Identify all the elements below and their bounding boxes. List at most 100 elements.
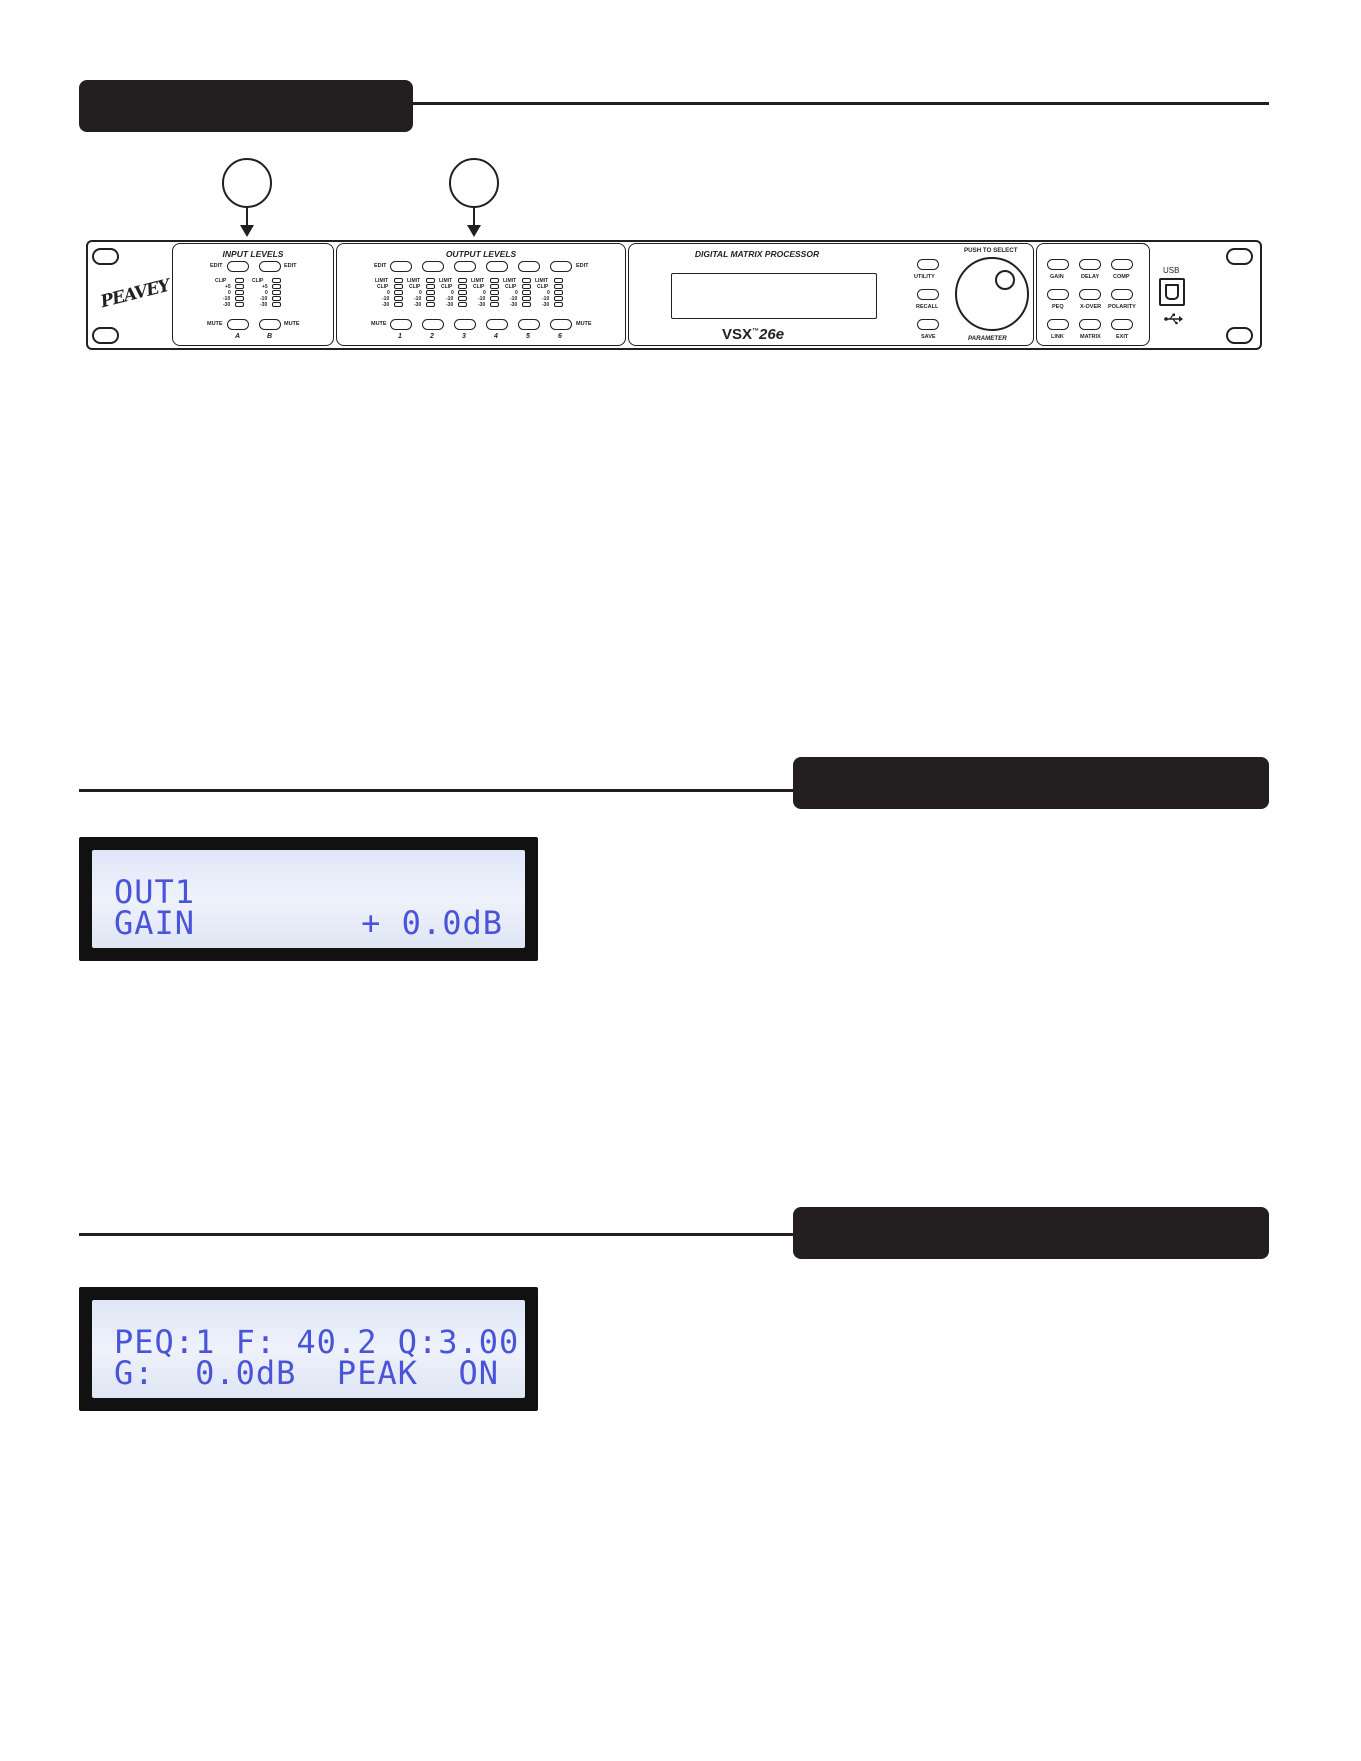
meter-led [394, 284, 403, 289]
delay-label: DELAY [1081, 274, 1100, 280]
exit-button[interactable] [1111, 319, 1133, 330]
meter-led [394, 302, 403, 307]
model-tm: ™ [752, 328, 760, 335]
meter-led [235, 302, 244, 307]
meter-led [522, 296, 531, 301]
matrix-button[interactable] [1079, 319, 1101, 330]
meter-led [522, 290, 531, 295]
x-over-button[interactable] [1079, 289, 1101, 300]
meter-label: -30 [223, 302, 231, 308]
meter-label: -30 [382, 302, 390, 308]
exit-label: EXIT [1116, 334, 1129, 340]
input-a-mute-button[interactable] [227, 319, 249, 330]
peq-button[interactable] [1047, 289, 1069, 300]
meter-label: 0 [547, 290, 550, 296]
output-6-channel-label: 6 [558, 333, 562, 340]
link-button[interactable] [1047, 319, 1069, 330]
output-levels-section: OUTPUT LEVELS EDIT EDIT LIMIT CLIP 0 -10… [336, 243, 626, 346]
meter-label: 0 [228, 290, 231, 296]
callout-2-line [473, 208, 475, 228]
output-3-channel-label: 3 [462, 333, 466, 340]
parameter-knob[interactable] [955, 257, 1029, 331]
output-meter-4: LIMIT CLIP 0 -10 -30 [471, 278, 501, 310]
input-a-edit-label: EDIT [210, 263, 223, 269]
lcd-screen: OUT1 GAIN + 0.0dB [92, 850, 525, 948]
output-2-edit-button[interactable] [422, 261, 444, 272]
callout-1 [222, 158, 272, 208]
output-5-mute-button[interactable] [518, 319, 540, 330]
gain-button[interactable] [1047, 259, 1069, 270]
usb-label: USB [1163, 266, 1180, 275]
header-rule-middle [79, 789, 793, 792]
lcd-line-2-value: + 0.0dB [361, 904, 503, 942]
meter-label: -10 [260, 296, 268, 302]
lcd-display-peq: PEQ:1 F: 40.2 Q:3.00 G: 0.0dB PEAK ON [79, 1287, 538, 1411]
output-3-mute-button[interactable] [454, 319, 476, 330]
model-name: VSX™26e [722, 326, 784, 343]
meter-led [458, 284, 467, 289]
meter-label: -10 [223, 296, 231, 302]
meter-label: -30 [414, 302, 422, 308]
meter-label: CLIP [537, 284, 549, 290]
output-1-mute-button[interactable] [390, 319, 412, 330]
input-b-mute-button[interactable] [259, 319, 281, 330]
meter-led [272, 290, 281, 295]
lcd-line-1: PEQ:1 F: 40.2 Q:3.00 [114, 1323, 520, 1361]
meter-led [554, 284, 563, 289]
meter-led [554, 290, 563, 295]
output-4-channel-label: 4 [494, 333, 498, 340]
delay-button[interactable] [1079, 259, 1101, 270]
function-section: GAIN DELAY COMP PEQ X-OVER POLARITY LINK… [1036, 243, 1150, 346]
usb-port[interactable] [1159, 278, 1185, 306]
meter-label: CLIP [441, 284, 453, 290]
comp-button[interactable] [1111, 259, 1133, 270]
output-5-channel-label: 5 [526, 333, 530, 340]
output-6-mute-button[interactable] [550, 319, 572, 330]
matrix-label: MATRIX [1080, 334, 1101, 340]
utility-button[interactable] [917, 259, 939, 270]
output-4-mute-button[interactable] [486, 319, 508, 330]
processor-section: DIGITAL MATRIX PROCESSOR VSX™26e UTILITY… [628, 243, 1034, 346]
output-1-edit-button[interactable] [390, 261, 412, 272]
usb-port-inner [1165, 284, 1179, 300]
meter-label: 0 [265, 290, 268, 296]
meter-led [426, 302, 435, 307]
meter-label: LIMIT [503, 278, 517, 284]
meter-label: LIMIT [535, 278, 549, 284]
output-2-mute-button[interactable] [422, 319, 444, 330]
meter-label: -10 [446, 296, 454, 302]
meter-label: CLIP [377, 284, 389, 290]
input-a-edit-button[interactable] [227, 261, 249, 272]
rack-ear-top-right [1226, 248, 1253, 265]
output-5-edit-button[interactable] [518, 261, 540, 272]
lcd-line-2: G: 0.0dB PEAK ON [114, 1354, 500, 1392]
output-2-channel-label: 2 [430, 333, 434, 340]
section-header-lower [793, 1207, 1269, 1259]
lcd-line-1: OUT1 [114, 873, 196, 911]
callout-2-arrow [467, 225, 481, 237]
meter-label: LIMIT [439, 278, 453, 284]
output-6-edit-button[interactable] [550, 261, 572, 272]
meter-label: +5 [225, 284, 231, 290]
input-levels-section: INPUT LEVELS EDIT EDIT CLIP +5 0 -10 -30… [172, 243, 334, 346]
callout-1-arrow [240, 225, 254, 237]
meter-label: -30 [510, 302, 518, 308]
peq-label: PEQ [1052, 304, 1064, 310]
link-label: LINK [1051, 334, 1064, 340]
output-4-edit-button[interactable] [486, 261, 508, 272]
meter-led [272, 284, 281, 289]
header-rule-lower [79, 1233, 793, 1236]
meter-label: -10 [382, 296, 390, 302]
model-number: 26e [759, 326, 785, 343]
input-b-edit-button[interactable] [259, 261, 281, 272]
output-meter-1: LIMIT CLIP 0 -10 -30 [375, 278, 405, 310]
polarity-button[interactable] [1111, 289, 1133, 300]
meter-label: LIMIT [471, 278, 485, 284]
input-b-channel-label: B [267, 333, 273, 340]
meter-led [458, 296, 467, 301]
brand-logo-text: PEAVEY [98, 275, 172, 313]
save-button[interactable] [917, 319, 939, 330]
recall-button[interactable] [917, 289, 939, 300]
output-3-edit-button[interactable] [454, 261, 476, 272]
meter-led [522, 278, 531, 283]
